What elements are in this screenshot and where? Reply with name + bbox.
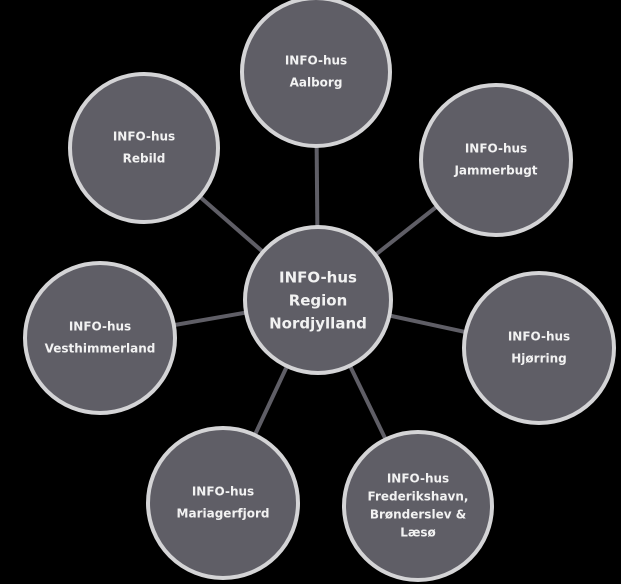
node-hjorring-line-2: Hjørring	[511, 352, 566, 366]
node-rebild-line-1: INFO-hus	[113, 130, 175, 144]
node-circle-mariagerfjord	[146, 426, 300, 580]
center-line-3: Nordjylland	[269, 315, 367, 333]
node-vesthimmerland-line-2: Vesthimmerland	[45, 342, 156, 356]
center-line-1: INFO-hus	[279, 269, 357, 287]
node-jammerbugt-line-2: Jammerbugt	[453, 164, 537, 178]
node-circle-hjorring	[462, 271, 616, 425]
node-circle-vesthimmerland	[23, 261, 177, 415]
node-circle-jammerbugt	[419, 83, 573, 237]
node-mariagerfjord-line-2: Mariagerfjord	[177, 507, 270, 521]
node-frederikshavn-line-3: Brønderslev &	[370, 508, 466, 522]
node-aalborg-line-1: INFO-hus	[285, 54, 347, 68]
node-frederikshavn-line-1: INFO-hus	[387, 472, 449, 486]
node-mariagerfjord-line-1: INFO-hus	[192, 485, 254, 499]
node-hjorring-line-1: INFO-hus	[508, 330, 570, 344]
node-frederikshavn-line-2: Frederikshavn,	[368, 490, 469, 504]
node-aalborg-line-2: Aalborg	[290, 76, 343, 90]
node-circle-aalborg	[240, 0, 392, 148]
node-circle-rebild	[68, 72, 220, 224]
node-frederikshavn-line-4: Læsø	[400, 526, 436, 540]
node-rebild-line-2: Rebild	[123, 152, 166, 166]
center-line-2: Region	[289, 292, 348, 310]
node-vesthimmerland-line-1: INFO-hus	[69, 320, 131, 334]
center-circle	[243, 225, 393, 375]
node-jammerbugt-line-1: INFO-hus	[465, 142, 527, 156]
node-circle-frederikshavn	[342, 430, 494, 582]
outer-nodes: INFO-husAalborgINFO-husJammerbugtINFO-hu…	[23, 0, 616, 582]
